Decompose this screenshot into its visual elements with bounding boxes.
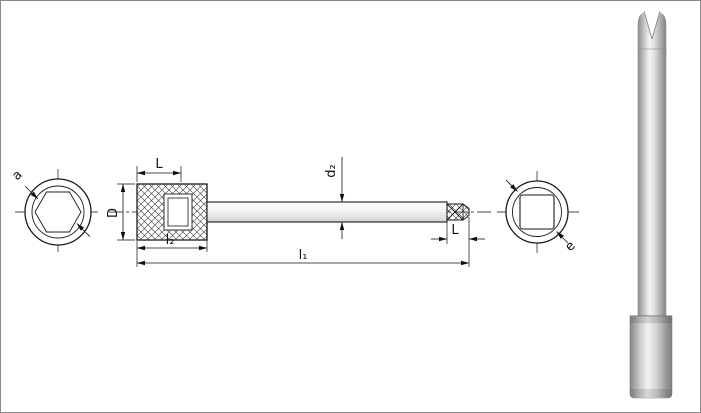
label-square-drive-size: e — [562, 238, 578, 254]
head-window-inner — [167, 197, 189, 227]
dimension-line-e-upper — [505, 179, 518, 192]
square-drive-profile — [519, 194, 555, 230]
label-drive-end-length: L — [451, 223, 459, 238]
drive-end — [446, 203, 470, 221]
product-photo — [629, 10, 673, 399]
head-window-outer — [163, 193, 193, 231]
dimension-shaft-diameter: d₂ — [324, 157, 345, 239]
socket-chamfer-circle — [31, 185, 85, 239]
label-head-section-length: l₂ — [166, 233, 175, 248]
dimension-head-section-length: l₂ — [136, 223, 208, 252]
hex-end-view: a — [9, 167, 101, 255]
dimension-line-e-lower — [556, 231, 569, 244]
label-head-length: L — [155, 157, 163, 172]
square-end-view: e — [497, 171, 579, 255]
photo-drive-notch-edges — [643, 10, 661, 40]
socket-head — [136, 183, 208, 241]
dimension-head-diameter: D — [106, 183, 135, 241]
label-overall-length: l₁ — [299, 248, 308, 263]
dimension-line-a-upper — [24, 185, 39, 200]
dimension-overall-length: l₁ — [136, 241, 470, 267]
side-view — [109, 183, 493, 241]
label-head-diameter: D — [106, 208, 121, 218]
dimension-line-a-lower — [76, 223, 91, 237]
drive-end-body — [446, 203, 470, 221]
photo-head-bottom-shadow — [630, 389, 672, 397]
socket-outer-circle — [24, 178, 92, 246]
dimension-drive-end-length: L — [431, 217, 485, 267]
dimensions: L D d₂ l₂ L — [106, 157, 485, 267]
drive-chamfer-circle — [512, 187, 562, 237]
label-shaft-diameter: d₂ — [324, 164, 339, 177]
photo-head-top-shadow — [630, 317, 672, 323]
drive-outer-circle — [505, 180, 569, 244]
drive-end-cross-2 — [446, 203, 464, 221]
hex-opening — [34, 191, 82, 233]
photo-shaft — [637, 48, 667, 317]
photo-drive-notch — [644, 11, 660, 39]
label-hex-across-flats: a — [9, 167, 25, 183]
dimension-head-length: L — [136, 157, 182, 182]
photo-socket-head — [629, 315, 673, 399]
shaft — [206, 201, 448, 223]
